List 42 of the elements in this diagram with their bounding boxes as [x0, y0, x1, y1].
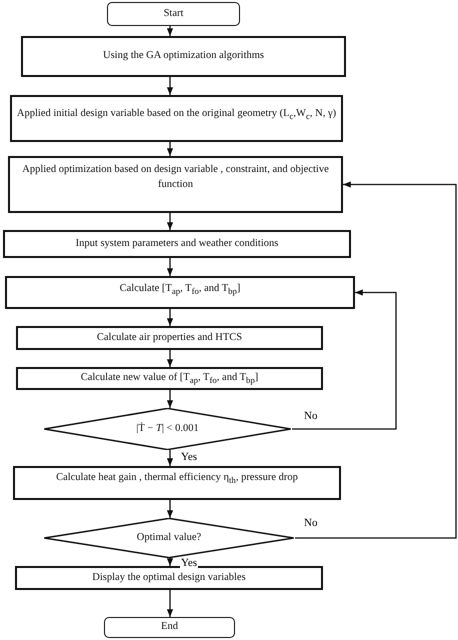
arrow	[166, 500, 174, 518]
arrow	[166, 450, 174, 466]
arrow	[166, 26, 174, 36]
edge-label: No	[303, 517, 318, 530]
arrow	[166, 350, 174, 367]
process-box	[16, 326, 323, 350]
node-text: Using the GA optimization algorithms	[103, 49, 264, 64]
arrow	[292, 289, 397, 430]
node-text: Start	[164, 6, 184, 21]
process-box	[15, 566, 323, 590]
node-text: Calculate new value of [T$_{ap}$, T$_{fo}$, and T$_{bp}$]	[80, 370, 258, 386]
edge-label: No	[303, 410, 318, 422]
process-box	[8, 156, 343, 213]
node-text: Optimal value?	[136, 530, 202, 545]
edge-label: Yes	[180, 557, 198, 570]
arrow	[166, 213, 174, 230]
process-box	[3, 230, 351, 258]
node-text: |Ṫ − T| < 0.001	[136, 422, 199, 436]
process-box	[5, 276, 355, 309]
node-text: Display the optimal design variables	[92, 570, 246, 585]
edge-label: Yes	[180, 451, 198, 464]
process-box	[10, 95, 343, 142]
node-text: Calculate air properties and HTCS	[96, 330, 242, 345]
arrow	[166, 558, 174, 566]
arrow	[166, 309, 174, 326]
arrow	[166, 258, 174, 276]
arrow	[166, 77, 174, 95]
terminal-box	[107, 2, 240, 26]
node-text: End	[161, 620, 178, 634]
process-box	[16, 367, 323, 390]
arrow	[166, 142, 174, 156]
arrow	[166, 590, 174, 617]
terminal-box	[104, 617, 235, 638]
node-text: Input system parameters and weather conditions	[76, 236, 278, 251]
process-box	[13, 466, 341, 500]
process-box	[21, 36, 346, 77]
arrow	[166, 390, 174, 408]
arrow	[295, 181, 457, 539]
node-text: Calculate heat gain , thermal efficiency η$_{th}$, pressure drop	[56, 471, 298, 487]
node-text: Applied optimization based on design variable , constraint, and objective function	[21, 163, 330, 192]
node-text: Applied initial design variable based on the original geometry (L$_{c}$,W$_{c}$, N, γ)	[16, 106, 336, 122]
node-text: Calculate [T$_{ap}$, T$_{fo}$, and T$_{bp}$]	[120, 282, 240, 298]
